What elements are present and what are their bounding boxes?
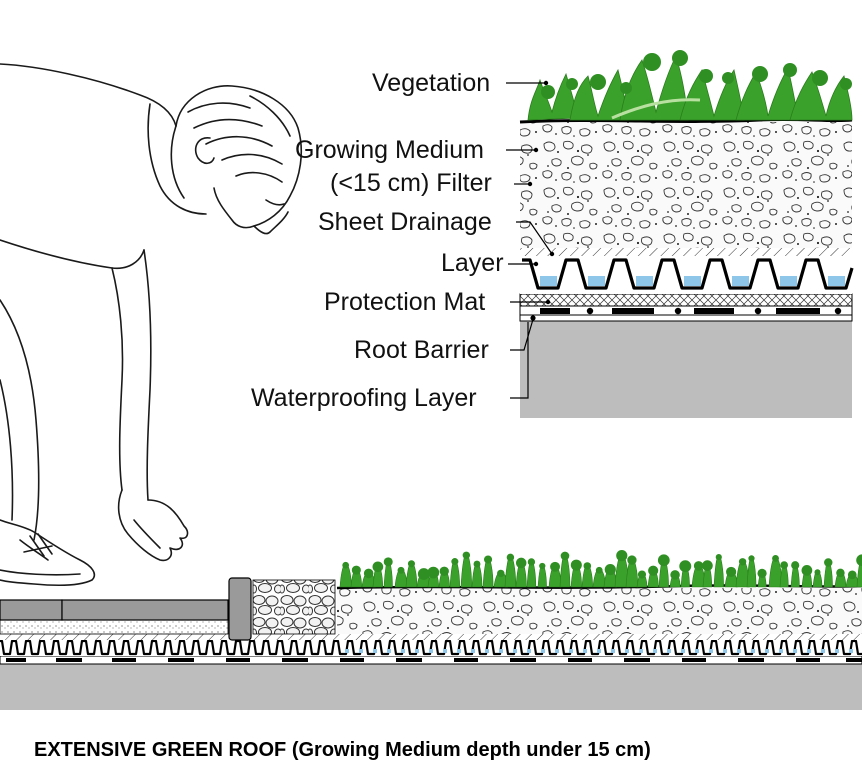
label-waterproofing-layer: Waterproofing Layer — [251, 384, 477, 412]
bottom-growing-medium — [337, 588, 862, 634]
structural-deck — [520, 320, 852, 418]
sheet-drainage-layer — [520, 256, 854, 294]
label-sheet-drainage: Sheet Drainage — [318, 208, 492, 236]
paver-1 — [0, 599, 63, 621]
label-protection-mat: Protection Mat — [324, 288, 485, 316]
label-growing-medium-line2: (<15 cm) Filter — [330, 169, 492, 197]
person-illustration — [0, 63, 303, 586]
leader-lines — [506, 80, 555, 399]
filter-layer — [520, 248, 852, 256]
roof-long-section — [0, 550, 862, 710]
diagram-caption: EXTENSIVE GREEN ROOF (Growing Medium dep… — [34, 739, 651, 761]
label-root-barrier: Root Barrier — [354, 336, 489, 364]
pebble-border — [252, 579, 336, 635]
label-vegetation: Vegetation — [372, 69, 490, 97]
label-growing-medium-line1: Growing Medium — [295, 136, 484, 164]
bottom-vegetation — [339, 550, 862, 588]
edge-restraint — [228, 577, 252, 641]
bottom-deck — [0, 664, 862, 710]
protection-mat-layer — [519, 293, 853, 307]
layer-section-detail — [519, 50, 854, 418]
vegetation-layer — [527, 54, 853, 121]
paver-2 — [61, 599, 229, 621]
label-layer: Layer — [441, 249, 504, 277]
growing-medium-layer — [520, 122, 852, 248]
